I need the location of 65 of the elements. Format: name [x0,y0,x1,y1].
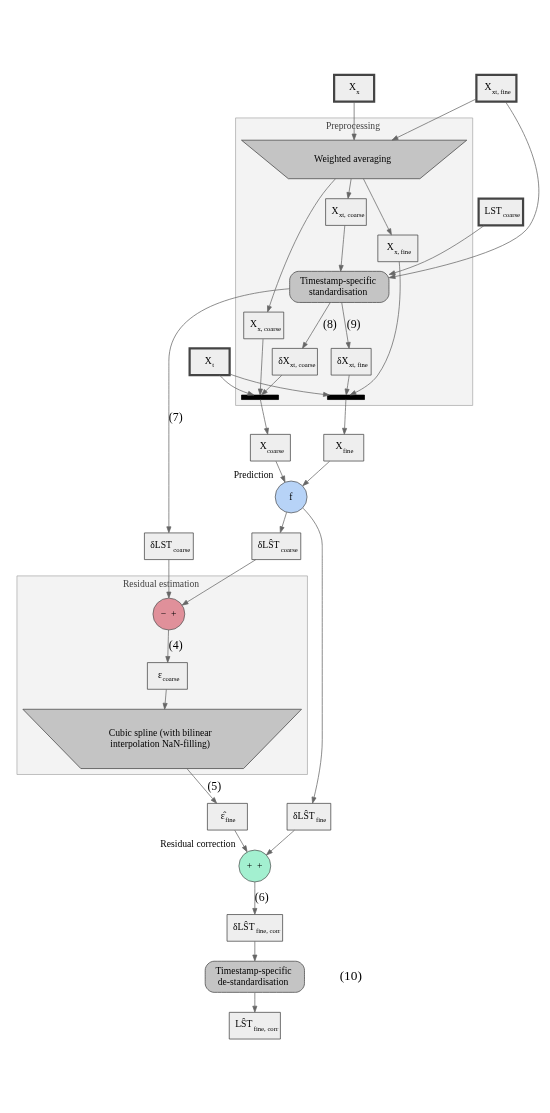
arrow [165,629,171,663]
node-circle: − + [152,597,186,630]
edge-label: (7) [168,409,183,424]
node-box: X$_{coarse}$ [250,433,291,461]
node-box: X$_{x, coarse}$ [243,311,285,339]
arrow [234,829,248,852]
node-box: X$_{xt, fine}$ [475,73,518,103]
edge-label: (5) [207,778,222,793]
node-box: ε$_{coarse}$ [147,661,188,690]
node-box: LŜT$_{fine, corr}$ [228,1011,281,1039]
node-box: LST$_{coarse}$ [477,197,525,226]
edge-label: (9) [346,316,361,331]
arrow [229,373,330,397]
arrow [302,507,323,803]
arrow [388,224,485,275]
arrow [257,338,264,395]
node-box: δLST$_{coarse}$ [144,532,194,560]
arrow [252,940,258,961]
arrow [252,881,258,915]
node-box: ε̂$_{fine}$ [207,802,248,830]
arrow [219,374,255,396]
arrow [391,98,477,140]
edge-label: (8) [323,316,337,331]
node-bar [241,394,279,400]
node-box: X$_{xt, coarse}$ [325,197,367,226]
arrow [342,398,348,435]
node-label: Residual correction [160,837,236,849]
arrow [260,398,269,435]
node-box: δX$_{xt, fine}$ [330,347,372,375]
arrow [162,688,168,710]
arrow [275,460,286,482]
node-box: X$_{x}$ [333,73,376,103]
arrow [279,511,287,533]
node-label: Prediction [233,468,274,480]
arrow [344,374,350,395]
edge-label: (6) [254,889,269,904]
node-label: (10) [339,967,362,983]
arrow [338,224,346,272]
arrow [166,287,290,533]
arrow [252,991,258,1012]
edge-label: (4) [168,637,183,652]
node-box: X$_{fine}$ [323,433,365,461]
arrow [363,177,392,235]
arrow [341,301,351,349]
arrow [346,178,352,199]
node-box: Timestamp-specific de-standardisation [204,960,305,993]
arrow [166,558,172,598]
node-box: δLŜT$_{coarse}$ [251,532,302,560]
arrow [266,829,295,855]
arrow [267,177,336,312]
arrow [302,301,331,349]
node-box: δX$_{xt, coarse}$ [271,347,318,375]
arrow [186,767,217,804]
node-box: X$_{t}$ [188,346,231,376]
node-bar [327,394,365,400]
node-box: X$_{x, fine}$ [377,234,419,262]
arrow [181,558,257,605]
arrow [351,100,357,140]
node-box: Timestamp-specific standardisation [289,270,390,303]
arrow [302,460,330,486]
node-box: δLŜT$_{fine}$ [286,802,332,830]
arrow [349,261,401,395]
node-box: δLŜT$_{fine, corr}$ [226,913,283,942]
arrow [261,374,283,395]
arrow [388,100,540,279]
